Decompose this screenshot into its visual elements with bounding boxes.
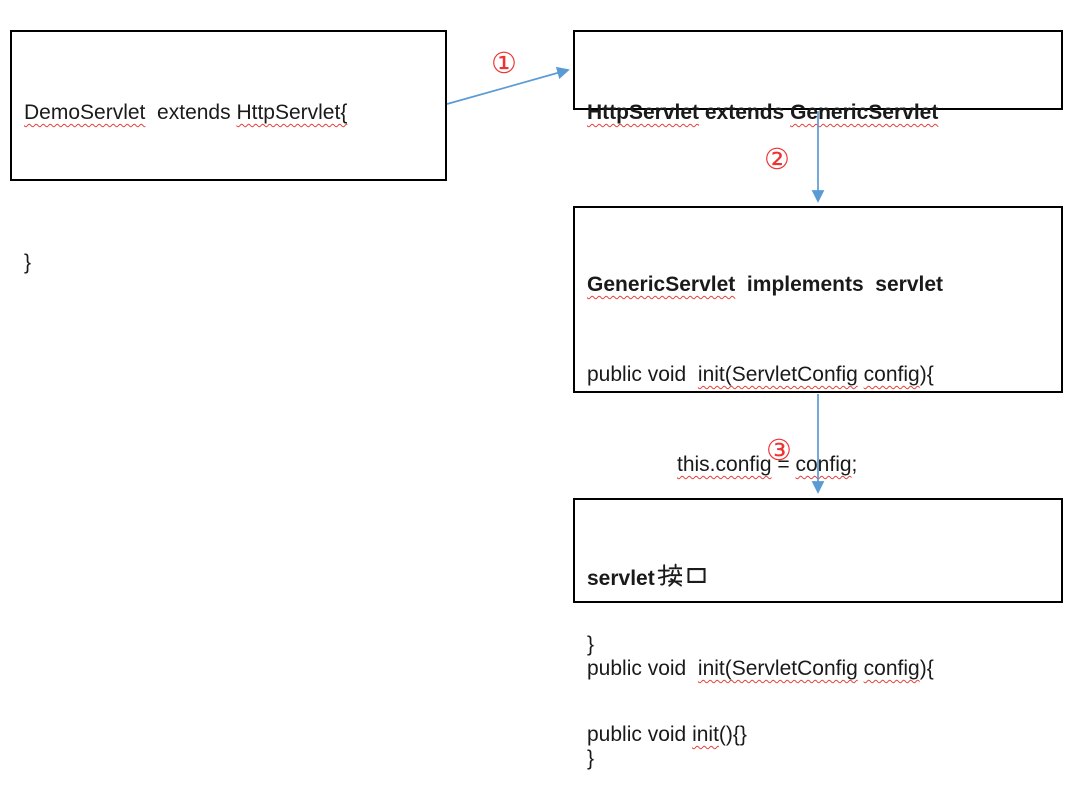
class-heading: GenericServlet implements servlet [587, 270, 1049, 300]
code-segment: } [587, 633, 595, 656]
code-segment: extends [145, 101, 237, 124]
code-segment: config [795, 453, 852, 476]
code-segment: HttpServlet{ [236, 101, 348, 124]
kou-character-glyph-icon [687, 568, 706, 583]
code-segment: servlet [587, 567, 655, 590]
code-segment: } [24, 251, 32, 274]
code-line: } [24, 248, 433, 278]
code-segment: GenericServlet [587, 273, 736, 296]
code-segment: implements servlet [735, 273, 944, 296]
step-3-label: ③ [766, 433, 792, 467]
code-segment: public void [587, 363, 698, 386]
code-segment: HttpServlet [587, 101, 700, 124]
code-segment: = [771, 453, 796, 476]
step-2-label: ② [764, 142, 790, 176]
code-segment: ){ [919, 657, 934, 680]
demoservlet-class-box: DemoServlet extends HttpServlet{ } [10, 30, 447, 274]
jie-character-glyph-icon [657, 563, 682, 587]
servlet-interface-box: servlet 接口 public void init(ServletConfig… [573, 498, 1063, 770]
step-1-label: ① [491, 46, 517, 80]
class-heading: HttpServlet extends GenericServlet [587, 98, 1049, 128]
code-line: } [587, 744, 1049, 774]
code-line: this.config = config; [677, 450, 1049, 480]
code-segment: ; [851, 453, 858, 476]
code-segment: this.config [677, 453, 772, 476]
code-segment: config [863, 363, 920, 386]
code-line: public void init(ServletConfig config){ [587, 360, 1049, 390]
code-segment: public void [587, 657, 698, 680]
code-segment: config [863, 657, 920, 680]
code-segment: init(ServletConfig [697, 363, 858, 386]
class-heading: servlet 接口 [587, 563, 1049, 594]
cjk-interface-glyphs [655, 563, 709, 590]
code-segment: init [692, 723, 719, 746]
code-segment: init(ServletConfig [697, 657, 858, 680]
code-segment: ){ [919, 363, 934, 386]
code-segment: public void [587, 723, 693, 746]
code-segment: GenericServlet [790, 101, 939, 124]
genericservlet-class-box: GenericServlet implements servlet public… [573, 206, 1063, 746]
code-segment: extends [699, 101, 791, 124]
code-segment: DemoServlet [24, 101, 146, 124]
code-line: public void init(ServletConfig config){ [587, 654, 1049, 684]
code-segment: } [587, 747, 595, 770]
code-line: DemoServlet extends HttpServlet{ [24, 98, 433, 128]
cjk-interface-text: 接口 [655, 563, 656, 564]
code-segment: (){} [718, 723, 747, 746]
httpservlet-class-box: HttpServlet extends GenericServlet [573, 30, 1063, 124]
